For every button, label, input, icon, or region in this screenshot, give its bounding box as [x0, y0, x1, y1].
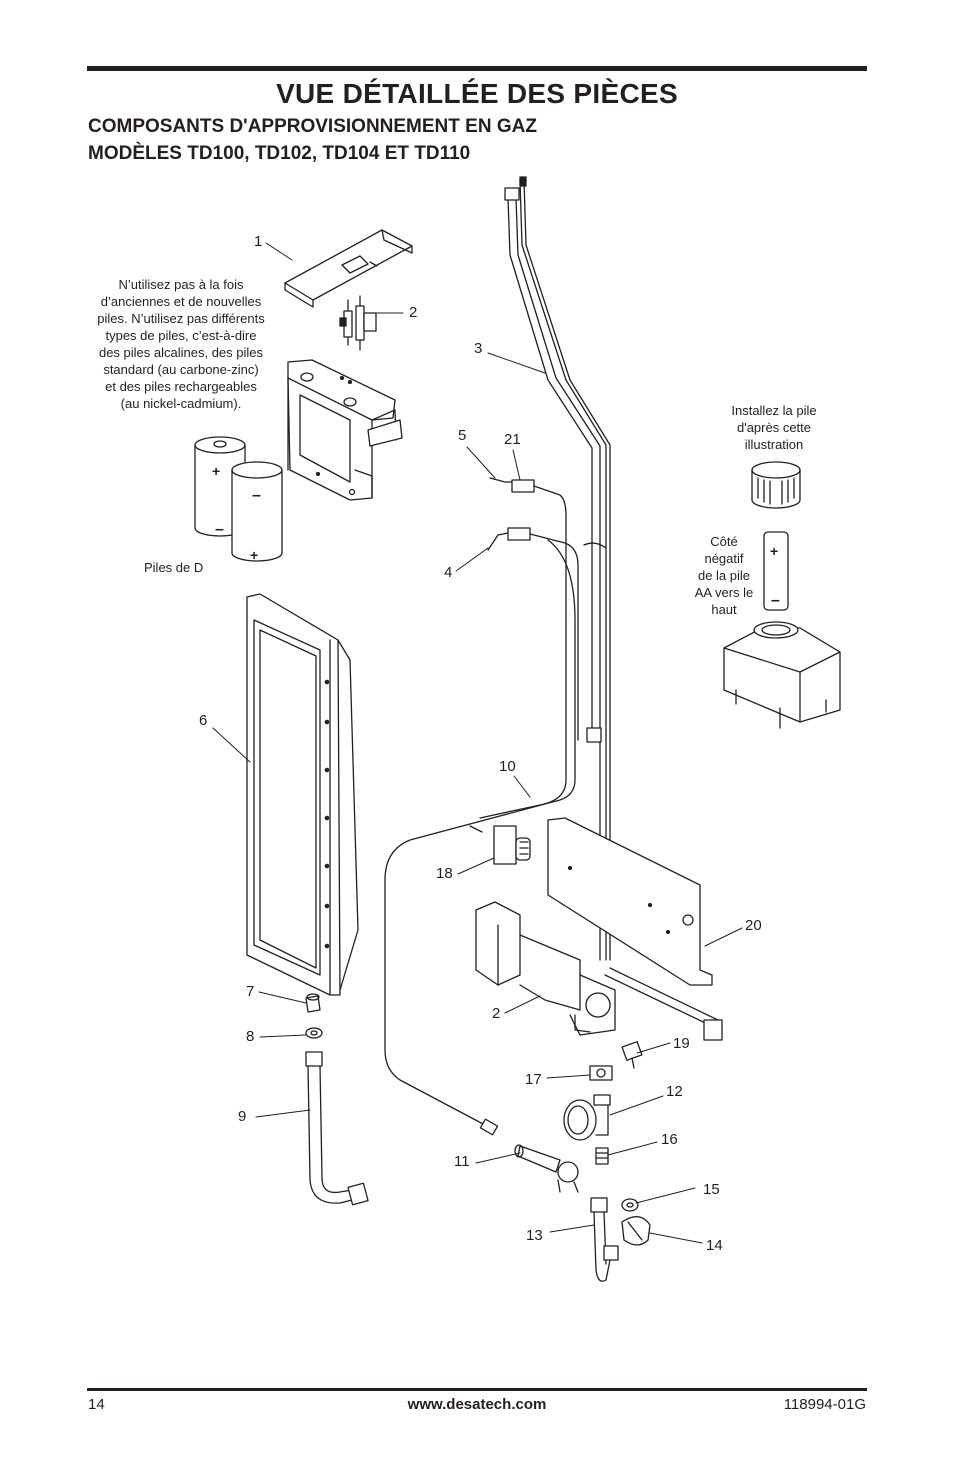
header-rule: [87, 66, 867, 71]
part-1-bracket: [284, 229, 413, 308]
callout-18: 18: [436, 865, 453, 882]
section-subtitle: COMPOSANTS D'APPROVISIONNEMENT EN GAZ: [88, 116, 537, 137]
callout-11: 11: [454, 1153, 470, 1170]
part-17-fitting: [589, 1065, 613, 1081]
callout-1: 1: [254, 233, 263, 250]
part-2-gas-valve: [475, 901, 723, 1041]
part-3-gas-tube: [504, 176, 611, 961]
part-7-fitting: [305, 993, 321, 1013]
page-number: 14: [88, 1396, 105, 1413]
battery-warning-note: N’utilisez pas à la fois d’anciennes et …: [97, 277, 265, 411]
svg-text:–: –: [215, 521, 224, 538]
callout-17: 17: [525, 1071, 542, 1088]
svg-text:+: +: [770, 543, 778, 559]
callout-16: 16: [661, 1131, 678, 1148]
callout-2-valve: 2: [492, 1005, 501, 1022]
negative-side-note: Côté négatif de la pile AA vers le haut: [694, 534, 754, 617]
callout-10: 10: [499, 758, 516, 775]
d-batteries-label: Piles de D: [144, 560, 204, 575]
footer-rule: [87, 1388, 867, 1391]
part-9-flex-line: [305, 1051, 369, 1206]
callout-14: 14: [706, 1237, 723, 1254]
part-11-pilot-tube: [384, 539, 576, 1136]
part-15-nut: [621, 1198, 639, 1212]
svg-text:+: +: [250, 547, 258, 563]
part-16-fitting: [595, 1147, 609, 1165]
install-battery-note: Installez la pile d'après cette illustra…: [731, 403, 817, 452]
svg-text:–: –: [252, 487, 261, 504]
part-13-tube: [590, 1197, 619, 1282]
callout-12: 12: [666, 1083, 683, 1100]
callout-15: 15: [703, 1181, 720, 1198]
callout-21: 21: [504, 431, 521, 448]
callout-5: 5: [458, 427, 467, 444]
part-19-elbow: [621, 1041, 643, 1069]
aa-battery-inset: + –: [723, 461, 841, 729]
d-batteries: + – – +: [194, 436, 283, 563]
part-8-washer: [305, 1027, 323, 1039]
document-number: 118994-01G: [783, 1396, 866, 1413]
callout-4: 4: [444, 564, 453, 581]
callout-8: 8: [246, 1028, 255, 1045]
callout-20: 20: [745, 917, 762, 934]
callout-13: 13: [526, 1227, 543, 1244]
part-11-valve: [514, 1144, 579, 1193]
svg-text:+: +: [212, 463, 220, 479]
part-2-ignitor: [339, 295, 377, 351]
callout-2: 2: [409, 304, 418, 321]
website-link[interactable]: www.desatech.com: [407, 1396, 547, 1413]
callout-19: 19: [673, 1035, 690, 1052]
part-20-plate: [547, 817, 713, 986]
svg-text:–: –: [771, 592, 780, 609]
callout-9: 9: [238, 1108, 247, 1125]
callout-3: 3: [474, 340, 483, 357]
callout-6: 6: [199, 712, 208, 729]
part-14-knob: [621, 1216, 651, 1246]
models-subtitle: MODÈLES TD100, TD102, TD104 ET TD110: [88, 143, 471, 164]
battery-holder: [287, 359, 403, 501]
page-title: VUE DÉTAILLÉE DES PIÈCES: [276, 78, 678, 109]
callout-7: 7: [246, 983, 255, 1000]
part-6-glass-frame: [246, 593, 359, 996]
part-12-regulator: [563, 1094, 611, 1141]
part-18-switch: [469, 825, 531, 865]
leader-lines: [212, 242, 743, 1244]
part-4-wire: [487, 527, 579, 741]
